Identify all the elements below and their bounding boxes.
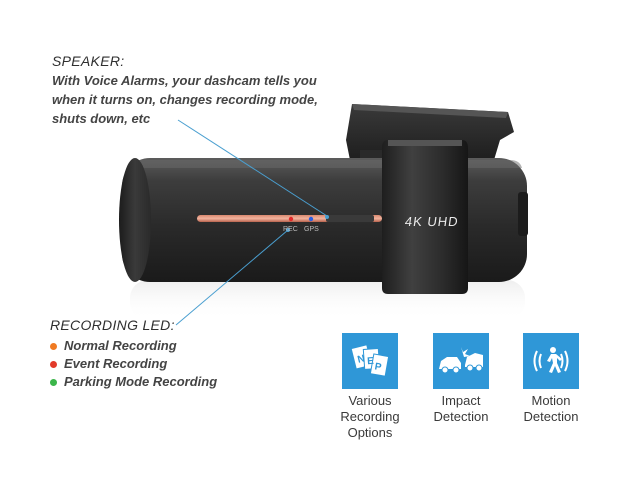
feature-label: Impact Detection — [433, 393, 489, 424]
gps-led — [308, 216, 314, 222]
orange-dot-icon — [50, 342, 57, 350]
feature-motion-detection: Motion Detection — [503, 333, 599, 425]
svg-text:N: N — [356, 353, 366, 365]
green-dot-icon — [50, 378, 57, 386]
svg-text:E: E — [367, 356, 375, 367]
led-item-label: Event Recording — [64, 356, 168, 371]
recording-options-tile: N E P — [342, 333, 398, 389]
feature-label: Motion Detection — [523, 393, 579, 424]
led-item-label: Parking Mode Recording — [64, 374, 218, 389]
recording-options-icon: N E P — [351, 345, 390, 377]
mount-band — [382, 140, 468, 294]
motion-detection-tile — [523, 333, 579, 389]
recording-led-heading: RECORDING LED: — [50, 317, 175, 333]
feature-impact-detection: Impact Detection — [413, 333, 509, 425]
red-dot-icon — [50, 360, 57, 368]
led-callout-line — [175, 229, 289, 326]
motion-detection-icon — [533, 347, 569, 373]
feature-recording-options: N E P Various Recording Options — [322, 333, 418, 441]
speaker-line: With Voice Alarms, your dashcam tells yo… — [52, 73, 317, 88]
callout-lines — [175, 119, 329, 326]
camera-rec-label: REC — [283, 226, 298, 233]
led-item-normal: Normal Recording — [50, 337, 217, 355]
recording-led-list: Normal Recording Event Recording Parking… — [50, 337, 217, 391]
speaker-line: shuts down, etc — [52, 111, 151, 126]
impact-detection-tile — [433, 333, 489, 389]
rec-led — [288, 216, 294, 222]
svg-text:P: P — [374, 361, 383, 373]
speaker-heading: SPEAKER: — [52, 53, 125, 69]
led-item-label: Normal Recording — [64, 338, 177, 353]
speaker-description: With Voice Alarms, your dashcam tells yo… — [52, 71, 322, 128]
feature-label: Various Recording Options — [340, 393, 400, 440]
speaker-line: when it turns on, changes recording mode… — [52, 92, 318, 107]
impact-detection-icon — [439, 347, 483, 374]
camera-4k-badge: 4K UHD — [403, 214, 460, 229]
led-strip — [197, 215, 382, 222]
led-item-parking: Parking Mode Recording — [50, 373, 217, 391]
camera-gps-label: GPS — [304, 226, 319, 233]
speaker-callout-line — [177, 119, 328, 217]
led-item-event: Event Recording — [50, 355, 217, 373]
